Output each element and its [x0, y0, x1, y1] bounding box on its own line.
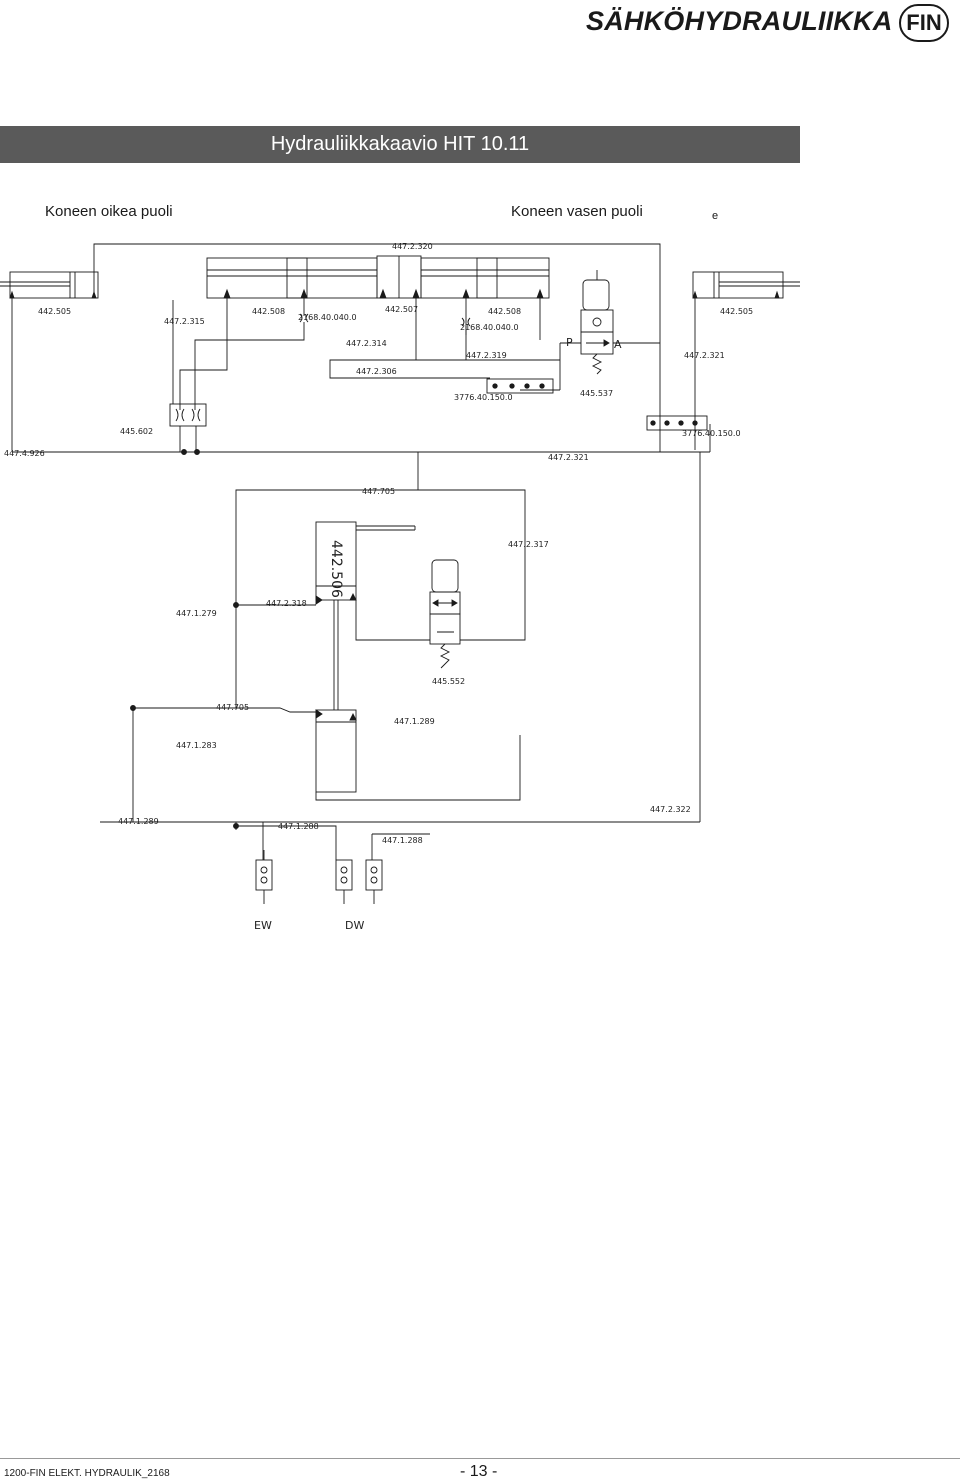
manifold-block-right [646, 415, 708, 431]
label-port-p: P [566, 336, 573, 349]
label-447-1-288-a: 447.1.288 [278, 822, 319, 831]
label-442-508-left: 442.508 [488, 307, 521, 316]
label-445-537: 445.537 [580, 389, 613, 398]
label-445-552: 445.552 [432, 677, 465, 686]
label-442-505-left: 442.505 [720, 307, 753, 316]
quick-coupler-ew [255, 850, 273, 904]
label-442-508-right: 442.508 [252, 307, 285, 316]
label-447-2-318: 447.2.318 [266, 599, 307, 608]
label-447-1-279: 447.1.279 [176, 609, 217, 618]
cylinder-double-left [420, 257, 550, 299]
label-2168-left: 2168.40.040.0 [460, 323, 519, 332]
label-447-2-306: 447.2.306 [356, 367, 397, 376]
label-447-2-322: 447.2.322 [650, 805, 691, 814]
central-cylinder-442-506 [315, 521, 416, 793]
label-447-2-321-bottom: 447.2.321 [548, 453, 589, 462]
quick-coupler-dw-1 [335, 859, 353, 904]
throttle-pair-445-602 [169, 403, 207, 452]
label-447-705-top: 447.705 [362, 487, 395, 496]
label-447-1-288-b: 447.1.288 [382, 836, 423, 845]
stray-letter: e [712, 210, 719, 222]
quick-coupler-dw-2 [365, 859, 383, 904]
label-2168-right: 2168.40.040.0 [298, 313, 357, 322]
label-447-1-289-bottom: 447.1.289 [118, 817, 159, 826]
label-port-a: A [614, 338, 622, 351]
cylinder-middle-block [376, 255, 422, 299]
machine-left-side-label: Koneen vasen puoli [511, 203, 643, 220]
label-447-2-319: 447.2.319 [466, 351, 507, 360]
label-3776-right: 3776.40.150.0 [682, 429, 741, 438]
label-ew: EW [254, 919, 272, 932]
cylinder-right-outer [0, 271, 99, 299]
label-447-2-315: 447.2.315 [164, 317, 205, 326]
diagram-title: Hydrauliikkakaavio HIT 10.11 [270, 133, 530, 155]
throttle-valve-left [461, 317, 471, 327]
label-447-2-320: 447.2.320 [392, 242, 433, 251]
footer-divider [0, 1458, 960, 1459]
label-447-1-283: 447.1.283 [176, 741, 217, 750]
cylinder-left-outer [692, 271, 800, 299]
label-447-2-314: 447.2.314 [346, 339, 387, 348]
footer-page-number: - 13 - [460, 1463, 498, 1480]
label-447-4-926: 447.4.926 [4, 449, 45, 458]
label-3776-top: 3776.40.150.0 [454, 393, 513, 402]
manifold-block-top [486, 378, 554, 394]
machine-right-side-label: Koneen oikea puoli [45, 203, 173, 220]
footer-document-id: 1200-FIN ELEKT. HYDRAULIK_2168 [4, 1468, 170, 1479]
label-442-507: 442.507 [385, 305, 418, 314]
directional-valve-445-552 [429, 559, 461, 669]
label-447-705-bottom: 447.705 [216, 703, 249, 712]
directional-valve-445-537 [560, 270, 660, 375]
label-447-1-289-mid: 447.1.289 [394, 717, 435, 726]
label-dw: DW [345, 919, 364, 932]
label-442-506: 442.506 [328, 540, 344, 598]
label-442-505-right: 442.505 [38, 307, 71, 316]
label-447-2-321-top: 447.2.321 [684, 351, 725, 360]
throttle-valve-right [299, 313, 309, 323]
diagram-title-bar: Hydrauliikkakaavio HIT 10.11 [0, 126, 800, 163]
cylinder-double-right [206, 257, 378, 299]
language-badge: FIN [899, 4, 949, 42]
page-header-title: SÄHKÖHYDRAULIIKKA [586, 6, 893, 36]
label-447-2-317: 447.2.317 [508, 540, 549, 549]
label-445-602: 445.602 [120, 427, 153, 436]
